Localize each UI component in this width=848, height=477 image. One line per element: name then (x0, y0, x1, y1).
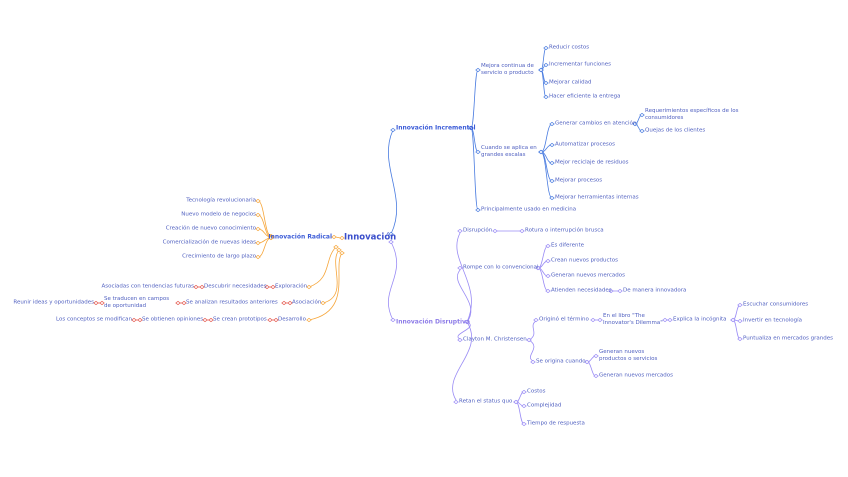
node-complejidad[interactable]: Complejidad (527, 402, 562, 409)
node-escuchar-consumidores[interactable]: Escuchar consumidores (743, 301, 809, 308)
node-tiempo-respuesta[interactable]: Tiempo de respuesta (527, 420, 585, 427)
node-mejorar-procesos[interactable]: Mejorar procesos (555, 177, 603, 184)
node-nuevo-modelo-negocios[interactable]: Nuevo modelo de negocios (181, 211, 256, 218)
node-disrupcion[interactable]: Disrupción (463, 227, 493, 234)
node-se-origina-cuando[interactable]: Se origina cuando (536, 358, 586, 365)
node-asociacion[interactable]: Asociación (292, 299, 322, 306)
node-generan-mercados[interactable]: Generan nuevos mercados (551, 272, 625, 279)
node-mejora-continua[interactable]: Mejora continua de servicio o producto (481, 63, 534, 76)
node-eficiente-entrega[interactable]: Hacer eficiente la entrega (549, 93, 621, 100)
node-atienden-necesidades[interactable]: Atienden necesidades (551, 287, 612, 294)
node-retan-status-quo[interactable]: Retan el status quo (459, 398, 513, 405)
node-origino-termino[interactable]: Originó el término (539, 316, 589, 323)
node-puntualiza-mercados[interactable]: Puntualiza en mercados grandes (743, 335, 833, 342)
node-cambios-atencion[interactable]: Generar cambios en atención (555, 120, 637, 127)
node-clayton-christensen[interactable]: Clayton M. Christensen (463, 336, 527, 343)
node-reducir-costos[interactable]: Reducir costos (549, 44, 590, 51)
node-rompe-convencional[interactable]: Rompe con lo convencional (463, 264, 539, 271)
node-asociadas-tendencias[interactable]: Asociadas con tendencias futuras (101, 283, 195, 290)
node-costos[interactable]: Costos (527, 388, 546, 395)
node-tecnologia-revolucionaria[interactable]: Tecnología revolucionaria (186, 197, 256, 204)
node-obtienen-opiniones[interactable]: Se obtienen opiniones (142, 316, 204, 323)
node-descubrir-necesidades[interactable]: Descubrir necesidades (204, 283, 267, 290)
node-usado-medicina[interactable]: Principalmente usado en medicina (481, 206, 577, 213)
node-campos-oportunidad[interactable]: Se traducen en campos de oportunidad (104, 296, 170, 309)
node-grandes-escalas[interactable]: Cuando se aplica en grandes escalas (481, 145, 537, 158)
node-creacion-conocimiento[interactable]: Creación de nuevo conocimiento (165, 225, 256, 232)
node-herramientas-internas[interactable]: Mejorar herramientas internas (555, 194, 639, 201)
node-reunir-ideas[interactable]: Reunir ideas y oportunidades (13, 299, 94, 306)
node-manera-innovadora[interactable]: De manera innovadora (623, 287, 687, 294)
node-desarrollo[interactable]: Desarrollo (278, 316, 306, 323)
node-mejorar-calidad[interactable]: Mejorar calidad (549, 79, 592, 86)
node-conceptos-modifican[interactable]: Los conceptos se modifican (56, 316, 132, 323)
node-innovacion-incremental[interactable]: Innovación Incremental (396, 124, 476, 132)
node-innovacion-radical[interactable]: Innovación Radical (268, 233, 332, 241)
node-crecimiento-largo-plazo[interactable]: Crecimiento de largo plazo (182, 253, 256, 260)
node-innovacion-disruptiva[interactable]: Innovación Disruptiva (396, 318, 470, 326)
node-exploracion[interactable]: Exploración (275, 283, 308, 290)
node-generan-nuevos-mercados[interactable]: Generan nuevos mercados (599, 372, 673, 379)
node-automatizar-procesos[interactable]: Automatizar procesos (555, 141, 615, 148)
node-crean-prototipos[interactable]: Se crean prototipos (213, 316, 267, 323)
node-rotura-brusca[interactable]: Rotura o interrupción brusca (525, 227, 604, 234)
node-quejas-clientes[interactable]: Quejas de los clientes (645, 127, 706, 134)
node-comercializacion-ideas[interactable]: Comercialización de nuevas ideas (162, 239, 256, 246)
node-analizan-resultados[interactable]: Se analizan resultados anteriores (186, 299, 278, 306)
node-generan-productos-servicios[interactable]: Generan nuevos productos o servicios (599, 349, 658, 362)
node-es-diferente[interactable]: Es diferente (551, 242, 584, 249)
node-invertir-tecnologia[interactable]: Invertir en tecnología (743, 317, 803, 324)
node-explica-incognita[interactable]: Explica la incógnita (673, 316, 727, 323)
node-libro-innovators-dilemma[interactable]: En el libro "The Innovator's Dilemma" (603, 313, 663, 326)
node-innovacion-center[interactable]: Innovación (344, 232, 397, 243)
node-incrementar-funciones[interactable]: Incrementar funciones (549, 61, 611, 68)
node-requerimientos-consumidores[interactable]: Requerimientos específicos de los consum… (645, 108, 739, 121)
node-reciclaje-residuos[interactable]: Mejor reciclaje de residuos (555, 159, 629, 166)
node-crean-productos[interactable]: Crean nuevos productos (551, 257, 618, 264)
